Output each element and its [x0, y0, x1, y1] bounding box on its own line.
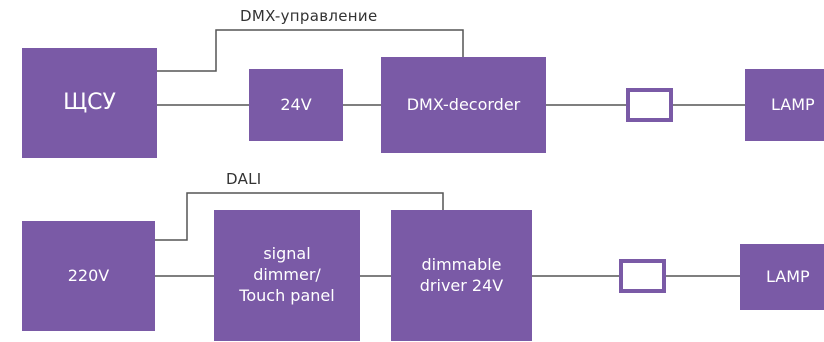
power-24v-label: 24V: [280, 94, 312, 114]
power-220v-block: 220V: [22, 221, 155, 331]
dimmable-driver-label: dimmable driver 24V: [419, 254, 504, 295]
connector-box-bottom: [619, 259, 666, 293]
power-220v-label: 220V: [67, 265, 110, 285]
dimmable-driver-block: dimmable driver 24V: [391, 210, 532, 341]
lamp-block-bottom: LAMP: [740, 244, 824, 310]
lamp-block-top: LAMP: [745, 69, 824, 141]
power-24v-block: 24V: [249, 69, 343, 141]
shsu-label: ЩСУ: [63, 89, 116, 115]
dmx-bus-wire: [157, 29, 464, 72]
dali-bus-wire: [155, 192, 444, 241]
lamp-label-bottom: LAMP: [766, 266, 810, 286]
signal-dimmer-label: signal dimmer/ Touch panel: [239, 244, 335, 305]
signal-dimmer-block: signal dimmer/ Touch panel: [214, 210, 360, 341]
dmx-bus-label: DMX-управление: [240, 7, 378, 25]
shsu-block: ЩСУ: [22, 48, 157, 158]
dmx-decoder-label: DMX-decorder: [406, 94, 521, 114]
connector-box-top: [626, 88, 673, 122]
dali-bus-label: DALI: [226, 170, 262, 188]
dmx-decoder-block: DMX-decorder: [381, 57, 546, 153]
lamp-label-top: LAMP: [771, 94, 815, 114]
